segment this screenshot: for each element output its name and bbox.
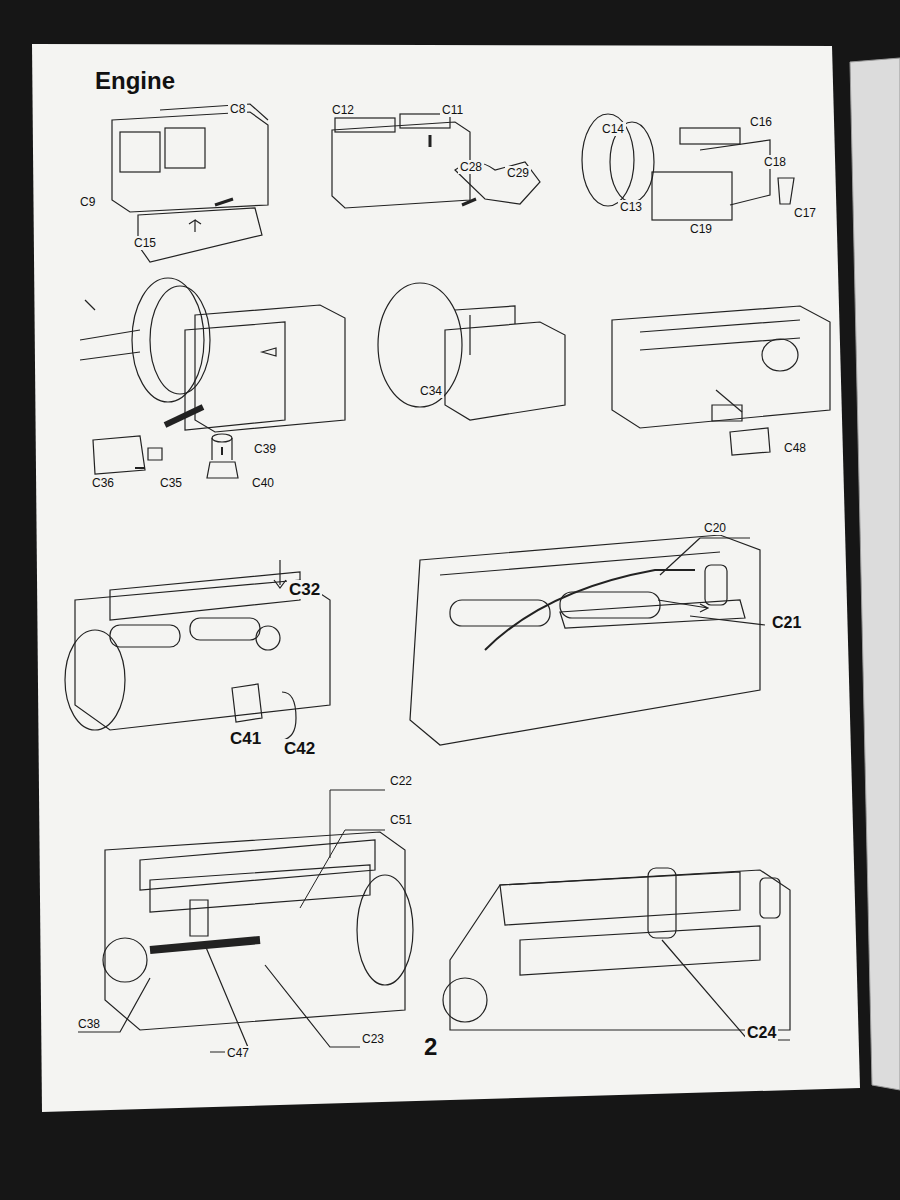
callout-number: C12	[330, 103, 356, 117]
callout-number: C38	[76, 1017, 102, 1031]
callout-number: C35	[158, 476, 184, 490]
callout-number: C23	[360, 1032, 386, 1046]
callout-number: C11	[440, 103, 465, 117]
callout-number: C29	[505, 166, 531, 180]
callout-number: C28	[458, 160, 484, 174]
callout-number: C39	[252, 442, 278, 456]
callout-number: C47	[225, 1046, 251, 1060]
callout-number: C15	[132, 236, 158, 250]
callout-number: C51	[388, 813, 414, 827]
callout-number: C9	[78, 195, 97, 209]
callout-number: C42	[282, 739, 317, 758]
callout-number: C13	[618, 200, 644, 214]
callout-number: C48	[782, 441, 808, 455]
callout-number: C41	[228, 729, 263, 748]
callout-number: C40	[250, 476, 276, 490]
callout-number: C34	[418, 384, 444, 398]
callout-number: C18	[762, 155, 788, 169]
callout-number: C32	[287, 580, 322, 599]
section-title: Engine	[93, 68, 177, 94]
callout-number: C21	[770, 614, 803, 632]
callout-number: C20	[702, 521, 728, 535]
callout-number: C22	[388, 774, 414, 788]
callout-number: C14	[600, 122, 626, 136]
callout-number: C16	[748, 115, 774, 129]
callout-number: C24	[745, 1024, 778, 1042]
callout-number: C17	[792, 206, 818, 220]
page-number: 2	[422, 1034, 439, 1060]
callout-number: C8	[228, 102, 247, 116]
callout-number: C36	[90, 476, 116, 490]
callout-number: C19	[688, 222, 714, 236]
